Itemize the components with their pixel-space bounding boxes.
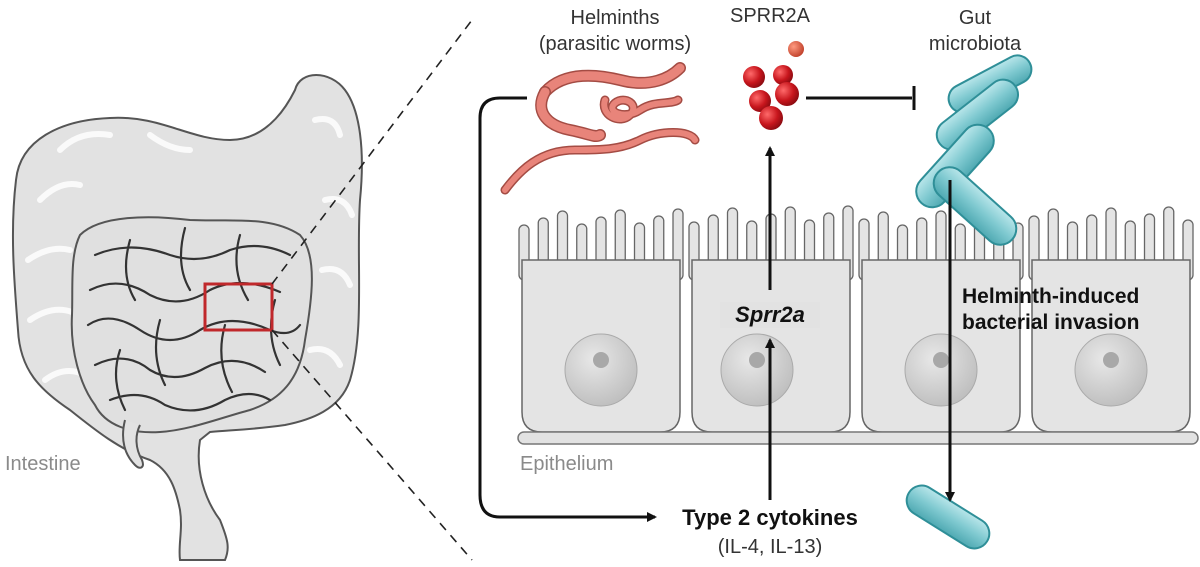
- cell-nucleus: [904, 333, 978, 407]
- sprr2a-gene-label: Sprr2a: [720, 302, 820, 328]
- helminths-label-line2: (parasitic worms): [538, 33, 692, 55]
- small-intestine: [70, 216, 313, 434]
- epithelial-cell: [518, 208, 684, 433]
- helminths-label-line1: Helminths: [570, 7, 660, 29]
- epithelium-label: Epithelium: [520, 453, 614, 475]
- cell-nucleus: [720, 333, 794, 407]
- basement-membrane: [517, 431, 1199, 445]
- cytokines-detail-label: (IL-4, IL-13): [717, 536, 823, 558]
- appendix: [122, 419, 144, 469]
- zoom-line-bottom: [271, 329, 473, 561]
- nucleolus: [749, 352, 765, 368]
- gut-microbiota-label-line1: Gut: [958, 7, 992, 29]
- helminth-worms: [500, 62, 700, 195]
- nucleolus: [933, 352, 949, 368]
- cell-nucleus: [1074, 333, 1148, 407]
- helminths-label: Helminths (parasitic worms): [520, 5, 710, 57]
- intestine-label: Intestine: [5, 453, 81, 475]
- zoom-line-top: [271, 19, 473, 285]
- bacterial-invasion-label: Helminth-induced bacterial invasion: [962, 284, 1139, 336]
- nucleolus: [593, 352, 609, 368]
- sprr2a-protein-cluster: [743, 41, 804, 130]
- bacterial-invasion-label-line1: Helminth-induced: [962, 285, 1140, 308]
- epithelial-cell: [1028, 206, 1194, 433]
- intestine-illustration: [11, 74, 363, 561]
- cell-nucleus: [564, 333, 638, 407]
- epithelium-cells: [518, 205, 1194, 433]
- gut-microbiota-label: Gut microbiota: [910, 5, 1040, 57]
- sprr2a-protein-label: SPRR2A: [729, 5, 811, 27]
- magnified-region-box: [203, 282, 274, 332]
- colon-haustra: [25, 116, 355, 383]
- bacterial-invasion-label-line2: bacterial invasion: [962, 311, 1140, 334]
- nucleolus: [1103, 352, 1119, 368]
- small-intestine-folds: [86, 226, 302, 412]
- gut-microbiota-label-line2: microbiota: [928, 33, 1022, 55]
- helminth-to-cytokines-arrow: [478, 96, 657, 522]
- pathway-arrows: [478, 86, 955, 522]
- gut-bacteria: [905, 54, 1033, 550]
- cytokines-label: Type 2 cytokines: [682, 505, 858, 530]
